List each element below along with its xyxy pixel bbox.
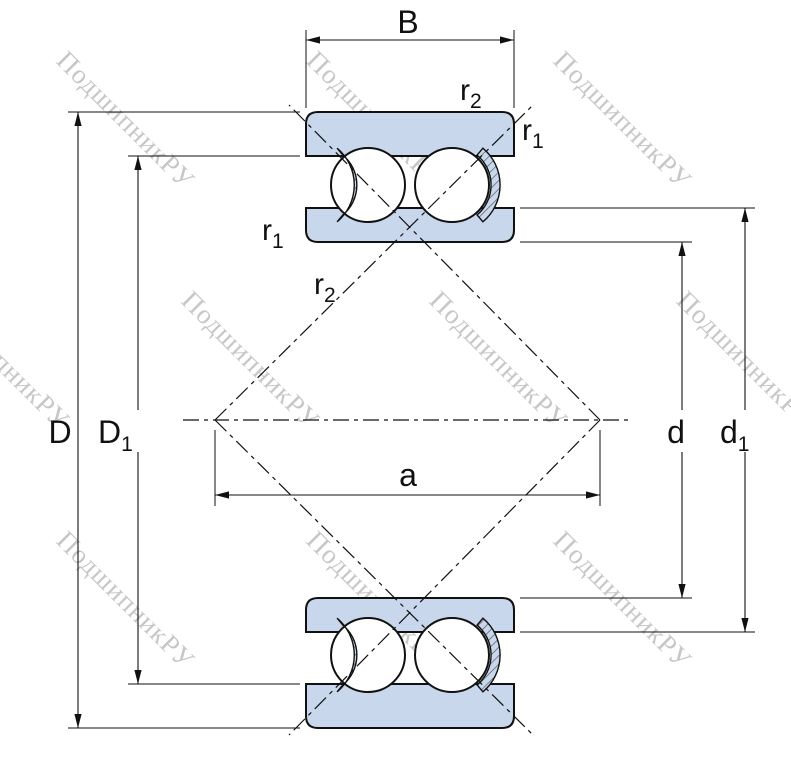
label-r1-inner: r1 (262, 214, 284, 253)
contact-line (214, 104, 534, 421)
watermark-text: ПодшипникРУ (671, 285, 791, 435)
watermark-text: ПодшипникРУ (548, 45, 698, 195)
label-d1: d1 (720, 414, 749, 456)
dimension-labels: B D D1 d d1 a r2 r1 r1 r2 (48, 4, 749, 493)
centerlines (183, 104, 633, 736)
label-B: B (397, 4, 418, 40)
contact-line (214, 419, 534, 736)
outer-ring-top (305, 111, 515, 157)
dimension-lines (74, 36, 749, 728)
label-r1-outer-base: r (522, 114, 532, 147)
cage-segment (476, 147, 501, 223)
watermark-text: ПодшипникРУ (0, 285, 76, 435)
watermark-text: ПодшипникРУ (548, 525, 698, 675)
outer-ring-bottom (305, 683, 515, 729)
label-D1-sub: 1 (121, 433, 133, 456)
label-r1-outer: r1 (522, 114, 544, 153)
watermark-text: ПодшипникРУ (51, 45, 201, 195)
label-d1-sub: 1 (738, 433, 750, 456)
bearing-cross-section (305, 111, 515, 729)
cage-segment (476, 617, 501, 693)
label-r1-outer-sub: 1 (532, 130, 544, 153)
label-d: d (667, 414, 685, 450)
label-r2-inner-sub: 2 (324, 284, 336, 307)
label-r1-inner-base: r (262, 214, 272, 247)
cage-segment (336, 617, 358, 693)
label-d1-base: d (720, 414, 738, 450)
label-r2-inner-base: r (314, 268, 324, 301)
extension-lines (68, 30, 755, 729)
contact-line (288, 104, 601, 421)
watermark-text: ПодшипникРУ (424, 285, 574, 435)
label-D: D (48, 414, 71, 450)
bottom-section (305, 597, 515, 729)
top-section (305, 111, 515, 243)
watermark-text: ПодшипникРУ (176, 285, 326, 435)
contact-line (288, 419, 601, 736)
label-r2-inner: r2 (314, 268, 336, 307)
label-D1: D1 (98, 414, 133, 456)
label-a: a (399, 457, 417, 493)
label-r2-outer: r2 (460, 74, 482, 113)
label-D1-base: D (98, 414, 121, 450)
label-r2-outer-sub: 2 (470, 90, 482, 113)
cage-segment (336, 147, 358, 223)
watermark-text: ПодшипникРУ (51, 525, 201, 675)
label-r2-outer-base: r (460, 74, 470, 107)
label-r1-inner-sub: 1 (272, 230, 284, 253)
